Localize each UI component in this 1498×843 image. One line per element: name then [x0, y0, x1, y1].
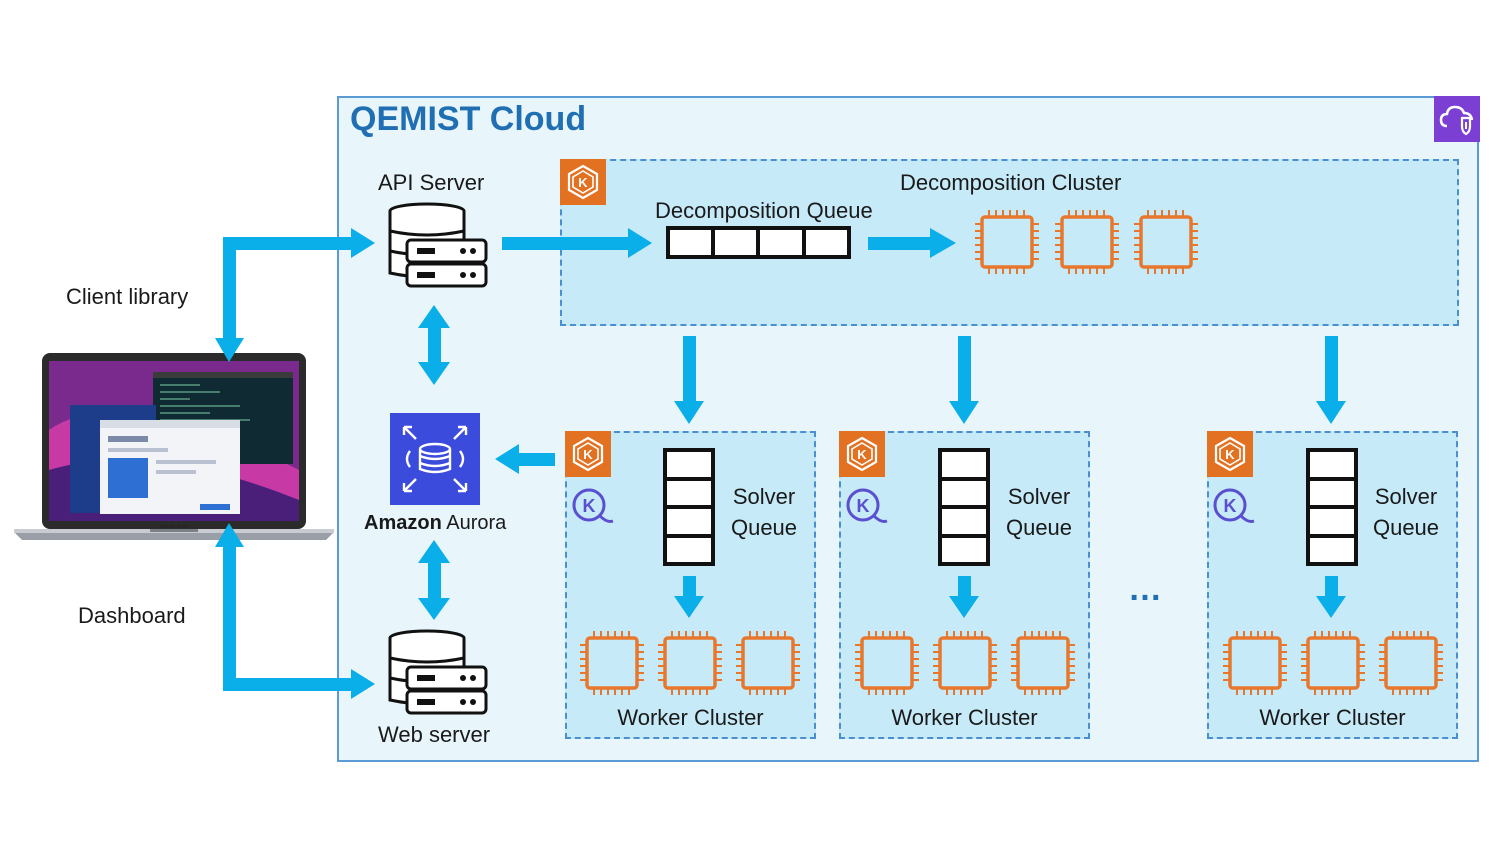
ec2-instance-chip-icon [1009, 629, 1077, 697]
amazon-eks-icon: K [1207, 431, 1253, 477]
ec2-instance-chip-icon [1053, 208, 1121, 276]
web-server-label: Web server [378, 722, 491, 747]
cloud-shield-icon [1434, 96, 1480, 142]
diagram-title: QEMIST Cloud [350, 100, 587, 138]
database-server-icon [388, 629, 488, 715]
api-aurora-arrow [418, 305, 450, 385]
laptop-icon [14, 353, 334, 540]
amazon-aurora-icon [390, 413, 480, 505]
solver-queue-label: Solver Queue [1367, 481, 1445, 543]
ec2-instance-chip-icon [931, 629, 999, 697]
decomposition-cluster-label: Decomposition Cluster [900, 170, 1122, 195]
api-to-queue-arrow [502, 228, 652, 258]
solver-queue-line2: Queue [1372, 515, 1440, 540]
svg-text:K: K [857, 447, 867, 462]
solver-queue-icon [1306, 448, 1358, 566]
client-library-arrow [215, 228, 375, 362]
kubernetes-k-icon [572, 488, 615, 523]
amazon-eks-icon: K [565, 431, 611, 477]
database-server-icon [388, 202, 488, 288]
kubernetes-k-icon [846, 488, 889, 523]
worker-to-aurora-arrow [495, 444, 555, 474]
solver-queue-icon [938, 448, 990, 566]
aurora-label: Amazon Aurora [364, 512, 506, 535]
solver-queue-icon [663, 448, 715, 566]
ec2-instance-chip-icon [973, 208, 1041, 276]
svg-text:K: K [1225, 447, 1235, 462]
solver-queue-line1: Solver [1374, 484, 1438, 509]
solver-queue-to-chip-arrows [674, 576, 1346, 618]
solver-queue-line1: Solver [732, 484, 796, 509]
amazon-eks-icon: K [839, 431, 885, 477]
laptop-caption: MacBook Air [160, 524, 189, 530]
ec2-instance-chip-icon [1377, 629, 1445, 697]
amazon-eks-icon: K [560, 159, 606, 205]
aurora-web-arrow [418, 540, 450, 620]
aurora-label-bold: Amazon [364, 512, 442, 534]
ec2-instance-chip-icon [1132, 208, 1200, 276]
solver-queue-line1: Solver [1007, 484, 1071, 509]
aurora-label-rest: Aurora [441, 512, 507, 534]
queue-to-cluster-arrow [868, 228, 956, 258]
ec2-instance-chip-icon [656, 629, 724, 697]
api-server-label: API Server [378, 170, 485, 195]
dashboard-label: Dashboard [78, 603, 186, 628]
decomposition-to-worker-arrows [674, 336, 1346, 424]
worker-cluster-label: Worker Cluster [617, 705, 764, 730]
svg-text:K: K [578, 175, 588, 190]
solver-queue-line2: Queue [1005, 515, 1073, 540]
svg-text:K: K [583, 447, 593, 462]
decomposition-queue-icon [666, 226, 851, 259]
ec2-instance-chip-icon [1221, 629, 1289, 697]
ec2-instance-chip-icon [1299, 629, 1367, 697]
ec2-instance-chip-icon [853, 629, 921, 697]
kubernetes-k-icon [1213, 488, 1256, 523]
client-library-label: Client library [66, 284, 189, 309]
solver-queue-line2: Queue [730, 515, 798, 540]
dashboard-arrow [215, 523, 375, 699]
decomposition-queue-label: Decomposition Queue [655, 198, 873, 223]
ec2-instance-chip-icon [734, 629, 802, 697]
worker-cluster-label: Worker Cluster [891, 705, 1038, 730]
more-clusters-ellipsis: … [1128, 570, 1162, 608]
solver-queue-label: Solver Queue [1000, 481, 1078, 543]
solver-queue-label: Solver Queue [725, 481, 803, 543]
worker-cluster-label: Worker Cluster [1259, 705, 1406, 730]
ec2-instance-chip-icon [578, 629, 646, 697]
